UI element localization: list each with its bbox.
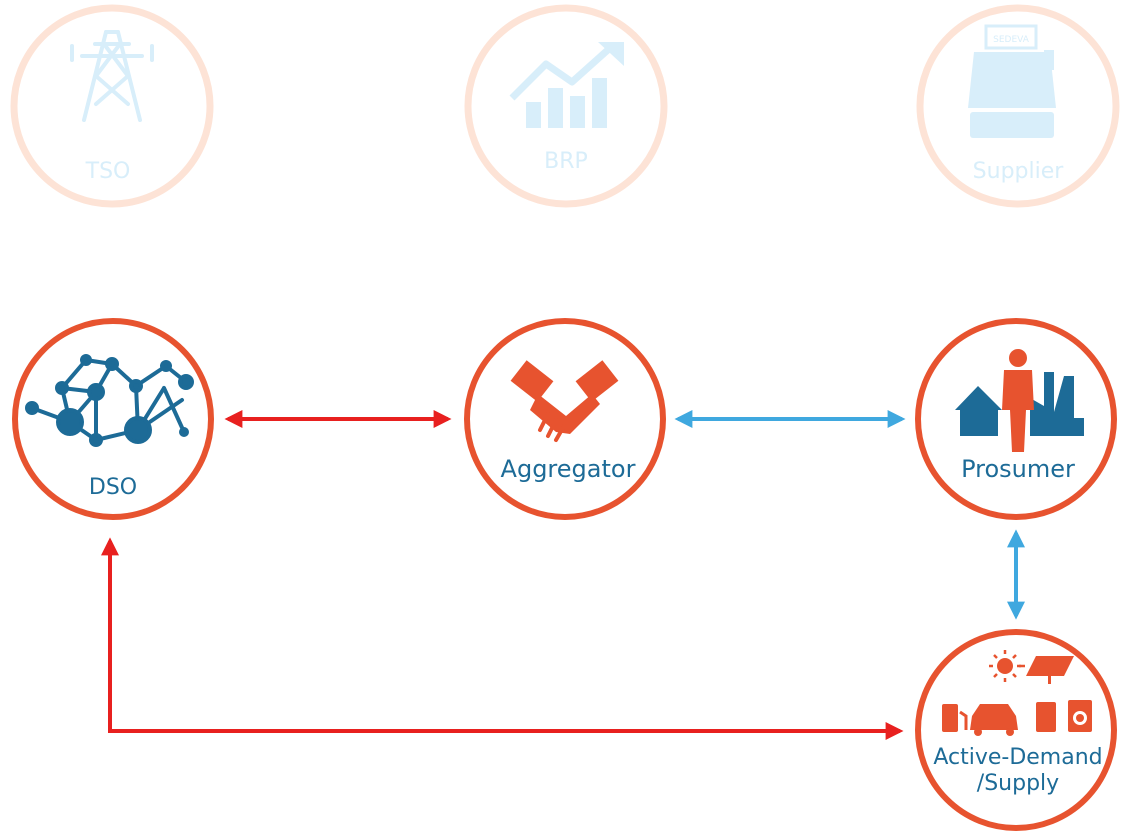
prosumer-label: Prosumer [961, 455, 1075, 483]
aggregator-label: Aggregator [501, 455, 636, 483]
dso-activedemand-arrow [101, 537, 904, 740]
tso-circle [10, 4, 214, 208]
person-icon [1002, 349, 1034, 452]
connections [101, 410, 1025, 740]
supplier-node[interactable]: SEDEVA Supplier [916, 4, 1120, 208]
active-demand-label-line1: Active-Demand [933, 745, 1102, 770]
washing-machine-icon [1068, 700, 1092, 732]
transmission-tower-icon [70, 30, 154, 122]
active-demand-node[interactable]: Active-Demand /Supply [915, 629, 1117, 831]
dso-label: DSO [89, 475, 137, 500]
ev-charger-icon [942, 704, 968, 732]
sun-icon [989, 650, 1025, 682]
supplier-register-text: SEDEVA [993, 35, 1030, 45]
car-icon [970, 704, 1018, 736]
tso-label: TSO [85, 159, 131, 184]
solar-panel-icon [1026, 656, 1074, 684]
network-mesh-icon [25, 354, 194, 447]
active-demand-label-line2: /Supply [977, 771, 1059, 796]
brp-circle [464, 4, 668, 208]
aggregator-node[interactable]: Aggregator [464, 318, 666, 520]
dso-node[interactable]: DSO [12, 318, 214, 520]
brp-node[interactable]: BRP [464, 4, 668, 208]
cash-register-icon [968, 24, 1056, 138]
heat-pump-icon [1036, 702, 1056, 732]
house-factory-icon [955, 372, 1084, 436]
handshake-icon [510, 360, 619, 442]
tso-node[interactable]: TSO [10, 4, 214, 208]
growth-chart-icon [509, 42, 624, 128]
prosumer-node[interactable]: Prosumer [915, 318, 1117, 520]
supplier-label: Supplier [973, 159, 1065, 184]
brp-label: BRP [544, 149, 588, 174]
